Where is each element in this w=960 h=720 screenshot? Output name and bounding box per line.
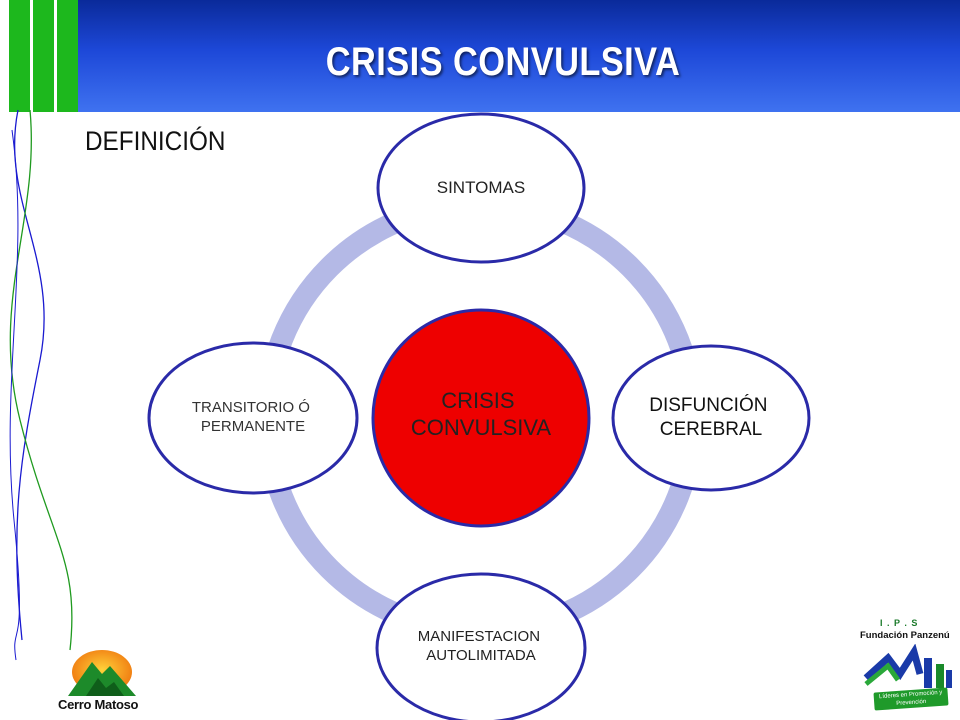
ribbon-banner: Líderes en Promoción y Prevención <box>873 687 949 711</box>
green-stripe-3 <box>57 0 78 112</box>
center-node <box>371 308 591 528</box>
cerro-matoso-logo-text: Cerro Matoso <box>58 697 139 712</box>
node-manifestacion-label: MANIFESTACION AUTOLIMITADA <box>418 628 544 664</box>
green-stripe-1 <box>9 0 30 112</box>
header-bar <box>78 0 960 112</box>
node-sintomas-label: SINTOMAS <box>437 178 525 197</box>
fundacion-panzenu-logo: I . P . S Fundación Panzenú Líderes en P… <box>858 618 958 718</box>
panzenu-emblem-icon <box>863 644 952 688</box>
node-manifestacion <box>375 572 587 720</box>
node-disfuncion-label: DISFUNCIÓN CEREBRAL <box>649 394 773 440</box>
slide-title: CRISIS CONVULSIVA <box>325 40 681 84</box>
cerro-matoso-logo-icon <box>68 650 136 696</box>
definition-label: DEFINICIÓN <box>85 126 226 156</box>
ribbon-text: Líderes en Promoción y Prevención <box>878 689 943 708</box>
ips-label: I . P . S <box>880 618 919 628</box>
decorative-lines <box>9 109 73 661</box>
node-transitorio <box>147 341 359 495</box>
fundacion-name: Fundación Panzenú <box>860 630 950 641</box>
green-stripe-2 <box>33 0 54 112</box>
node-transitorio-label: TRANSITORIO Ó PERMANENTE <box>192 399 314 435</box>
center-node-label: CRISIS CONVULSIVA <box>411 388 552 440</box>
node-sintomas <box>376 112 586 264</box>
node-disfuncion <box>611 344 811 492</box>
